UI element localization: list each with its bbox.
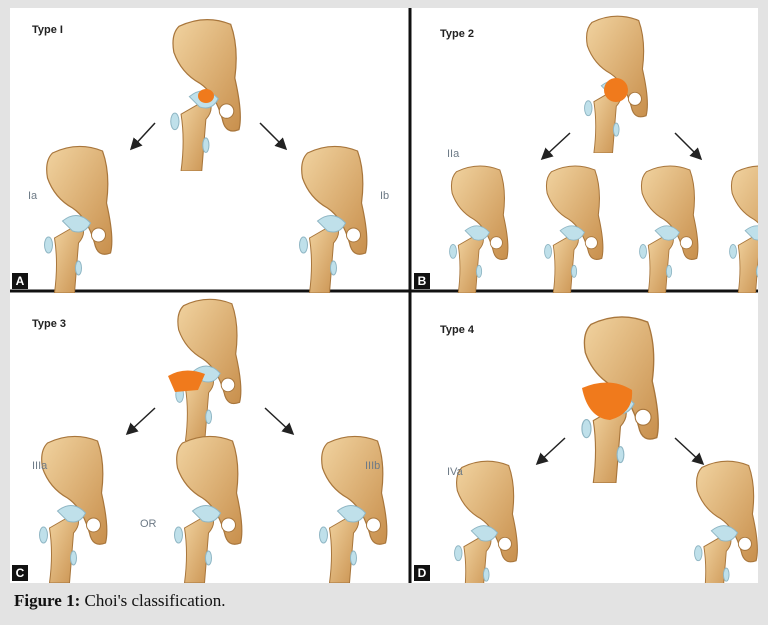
caption-label: Figure 1:: [14, 591, 81, 610]
lesion: [198, 89, 214, 103]
panel-a-title: Type I: [32, 24, 63, 36]
panel-b-sublabel-iia: IIa: [447, 148, 460, 160]
caption-text: Choi's classification.: [80, 591, 226, 610]
panel-b-title: Type 2: [440, 28, 475, 40]
figure-illustration: [10, 8, 758, 583]
panel-d-letter: D: [414, 565, 430, 581]
panel-c-sublabel-iiia: IIIa: [32, 460, 48, 472]
figure-choi-classification: Type I Ia Ib A Type 2 IIa B Type 3 IIIa …: [10, 8, 758, 583]
panel-d-hips: [453, 316, 758, 583]
panel-c-connector-or: OR: [140, 518, 157, 530]
panel-c-letter: C: [12, 565, 28, 581]
lesion: [604, 78, 628, 102]
figure-caption: Figure 1: Choi's classification.: [14, 591, 225, 611]
panel-d-sublabel-iva: IVa: [447, 466, 463, 478]
panel-b-letter: B: [414, 273, 430, 289]
lesion: [168, 370, 205, 392]
panel-a-sublabel-ib: Ib: [380, 190, 390, 202]
panel-c-title: Type 3: [32, 318, 67, 330]
panel-c-sublabel-iiib: IIIb: [365, 460, 381, 472]
panel-b-hips: [448, 15, 758, 293]
panel-a-letter: A: [12, 273, 28, 289]
panel-d-title: Type 4: [440, 324, 475, 336]
panel-a-hips: [43, 18, 368, 293]
lesion: [582, 382, 633, 420]
panel-a-sublabel-ia: Ia: [28, 190, 38, 202]
panel-c-hips: [38, 298, 388, 583]
